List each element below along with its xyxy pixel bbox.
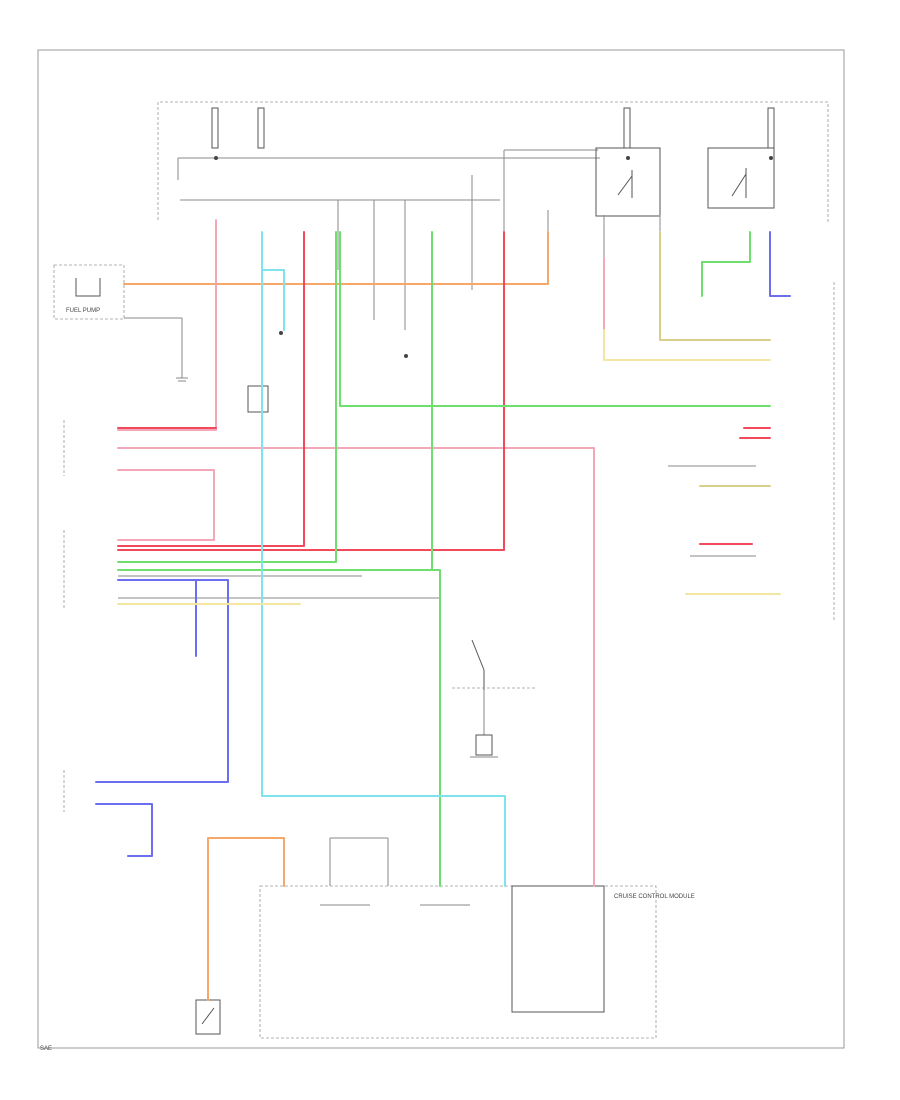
- wire-red-2: [117, 231, 305, 547]
- pedal-switch: [195, 999, 221, 1035]
- wire-blue-1: [95, 579, 229, 783]
- wire-cyan-2: [261, 269, 285, 331]
- wire-green-5: [701, 231, 751, 297]
- wire-blue-3: [95, 803, 153, 857]
- wire-green-2: [117, 231, 337, 563]
- wire-green-1: [117, 569, 441, 887]
- wire-red-1: [117, 231, 505, 551]
- wire-blue-4: [769, 231, 791, 297]
- wire-pink-main: [117, 219, 217, 431]
- left-connectors: [63, 385, 440, 812]
- wire-pink-long: [117, 447, 595, 887]
- wire-cyan-1: [261, 231, 506, 887]
- diagram-frame: [37, 49, 845, 1049]
- wires: [95, 219, 791, 1001]
- ground-symbols: [124, 317, 408, 382]
- cruise-control-module: CRUISE CONTROL MODULE: [259, 837, 695, 1039]
- wire-orange-pedal: [207, 837, 285, 1001]
- wire-yellow-1: [603, 329, 771, 361]
- wire-orange-fuel-pump: [123, 231, 549, 285]
- wire-olive-1: [659, 231, 771, 341]
- footer-code: SAE: [40, 1046, 52, 1052]
- wire-green-3: [339, 231, 771, 407]
- wire-pink-loop: [117, 469, 215, 541]
- cruise-control-module-label: CRUISE CONTROL MODULE: [614, 894, 695, 900]
- ignition-switch: [452, 639, 536, 758]
- fuel-pump-label: FUEL PUMP: [66, 308, 100, 314]
- fuel-pump: FUEL PUMP: [53, 264, 125, 320]
- fuse-box-outline: [157, 101, 829, 340]
- right-connector: [668, 282, 835, 620]
